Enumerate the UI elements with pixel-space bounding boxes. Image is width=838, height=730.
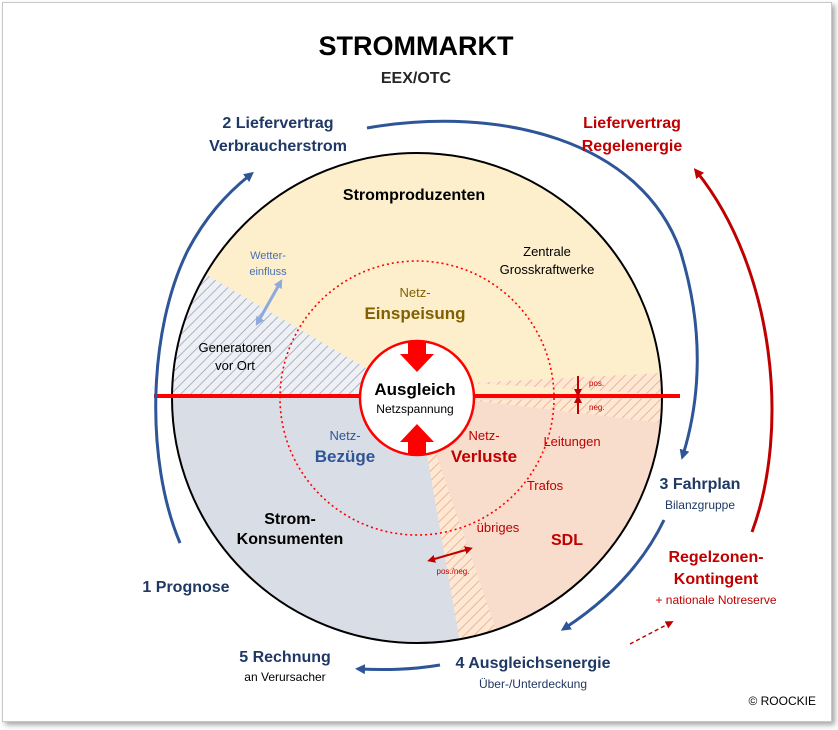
lines-label: Leitungen bbox=[543, 434, 600, 449]
arrow-up-icon bbox=[400, 424, 434, 455]
cycle-arrow-1-to-2 bbox=[154, 171, 254, 544]
reg-contract-label-2: Regelenergie bbox=[582, 138, 683, 155]
weather-label-1: Wetter- bbox=[250, 250, 286, 262]
reg-zone-label-3: + nationale Notreserve bbox=[655, 593, 776, 607]
cycle-arrow-3-to-4 bbox=[560, 519, 666, 631]
pos-band bbox=[470, 370, 662, 398]
loss-label-2: Verluste bbox=[451, 447, 517, 466]
reg-dashed-arrow bbox=[629, 621, 674, 645]
step1-label: 1 Prognose bbox=[142, 579, 229, 596]
title: STROMMARKT bbox=[319, 31, 514, 61]
generators-label-2: vor Ort bbox=[215, 358, 255, 373]
step5-label-2: an Verursacher bbox=[244, 670, 325, 684]
sdl-label: SDL bbox=[551, 532, 583, 549]
step4-label-1: 4 Ausgleichsenergie bbox=[455, 655, 610, 672]
reg-zone-label-1: Regelzonen- bbox=[668, 549, 763, 566]
balance-label-2: Netzspannung bbox=[376, 402, 453, 416]
consumers-label-1: Strom- bbox=[264, 511, 316, 528]
pos-label: pos. bbox=[589, 379, 604, 388]
feed-label-1: Netz- bbox=[399, 285, 430, 300]
balance-label-1: Ausgleich bbox=[374, 380, 455, 399]
trafos-label: Trafos bbox=[527, 478, 564, 493]
market-circle bbox=[172, 153, 662, 643]
reg-arrow bbox=[693, 168, 774, 533]
step4-label-2: Über-/Unterdeckung bbox=[479, 677, 587, 691]
arrow-down-icon bbox=[400, 341, 434, 372]
consumers-label-2: Konsumenten bbox=[237, 531, 344, 548]
draw-label-1: Netz- bbox=[329, 428, 360, 443]
step2-label-2: Verbraucherstrom bbox=[209, 138, 347, 155]
weather-arrow-icon bbox=[255, 279, 283, 326]
neg-band bbox=[470, 398, 662, 430]
reg-contract-label-1: Liefervertrag bbox=[583, 115, 681, 132]
neg-label: neg. bbox=[589, 403, 605, 412]
producers-label: Stromproduzenten bbox=[343, 187, 485, 204]
step3-label-2: Bilanzgruppe bbox=[665, 498, 735, 512]
central-label-2: Grosskraftwerke bbox=[500, 262, 595, 277]
step3-label-1: 3 Fahrplan bbox=[660, 476, 741, 493]
cycle-arrow-4-to-5 bbox=[355, 663, 441, 675]
loss-label-1: Netz- bbox=[468, 428, 499, 443]
subtitle: EEX/OTC bbox=[381, 70, 452, 87]
cycle-arrow-2-to-3 bbox=[366, 119, 699, 460]
reg-zone-label-2: Kontingent bbox=[674, 571, 759, 588]
draw-label-2: Bezüge bbox=[315, 447, 375, 466]
step5-label-1: 5 Rechnung bbox=[239, 649, 331, 666]
other-label: übriges bbox=[477, 520, 520, 535]
copyright: © ROOCKIE bbox=[748, 694, 816, 708]
feed-label-2: Einspeisung bbox=[364, 304, 465, 323]
posneg-arrow-icon bbox=[427, 546, 473, 563]
weather-label-2: einfluss bbox=[249, 266, 287, 278]
posneg-label: pos./neg. bbox=[437, 567, 470, 576]
generators-label-1: Generatoren bbox=[199, 340, 272, 355]
step2-label-1: 2 Liefervertrag bbox=[222, 115, 333, 132]
central-label-1: Zentrale bbox=[523, 244, 571, 259]
